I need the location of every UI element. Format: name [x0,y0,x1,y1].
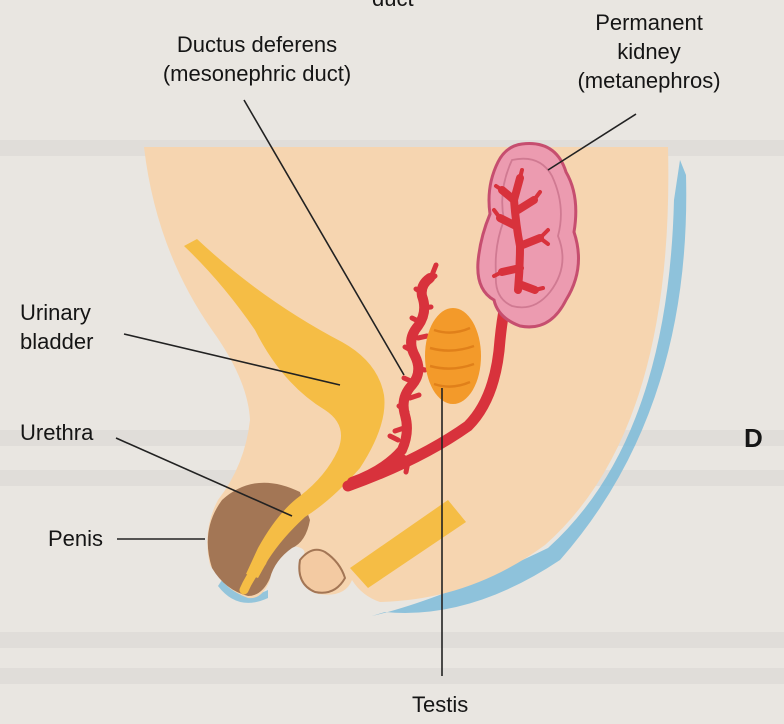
testis-shape [425,308,481,404]
label-permanent-kidney-line1: Permanent [534,8,764,37]
label-ductus-deferens: Ductus deferens (mesonephric duct) [112,30,402,88]
label-testis: Testis [412,690,468,719]
label-ductus-deferens-line1: Ductus deferens [112,30,402,59]
kidney-shape [478,144,579,327]
label-urinary-bladder-line2: bladder [20,327,93,356]
label-permanent-kidney: Permanent kidney (metanephros) [534,8,764,95]
label-permanent-kidney-line2: kidney [534,37,764,66]
label-urinary-bladder-line1: Urinary [20,298,93,327]
label-urethra: Urethra [20,418,93,447]
label-urinary-bladder: Urinary bladder [20,298,93,356]
panel-letter: D [744,424,763,453]
penis-shape [208,483,310,596]
label-top-partial: duct [372,0,414,13]
label-ductus-deferens-line2: (mesonephric duct) [112,59,402,88]
label-permanent-kidney-line3: (metanephros) [534,66,764,95]
label-penis: Penis [48,524,103,553]
